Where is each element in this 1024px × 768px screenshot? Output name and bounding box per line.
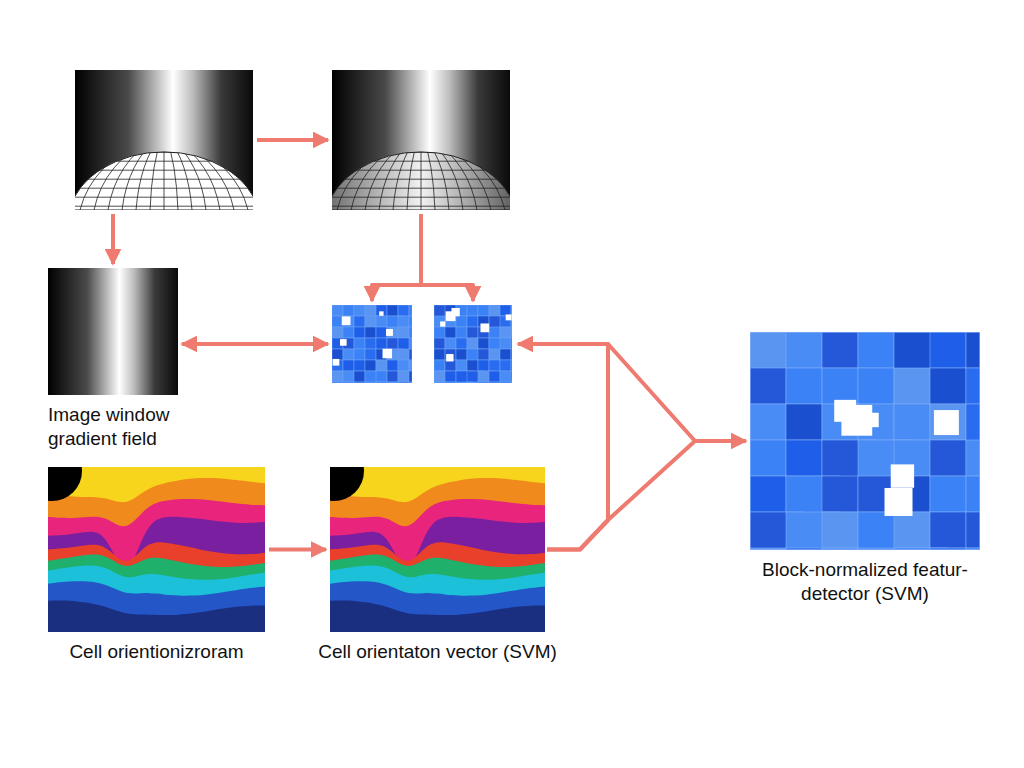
picture: [330, 467, 545, 632]
illustration: [75, 70, 253, 210]
arrow-connector: [421, 214, 473, 301]
picture: [75, 70, 253, 210]
orientation-map: Cell orientaton vector (SVM): [330, 467, 545, 632]
picture: [434, 305, 512, 383]
image-window: [332, 70, 510, 210]
arrow-connector: [547, 441, 746, 550]
cell-tile: [332, 305, 412, 383]
picture: [48, 268, 178, 395]
feature-block: Block-normalized featur- detector (SVM): [750, 332, 980, 550]
image-caption: Cell orientaton vector (SVM): [318, 640, 558, 664]
picture: [332, 70, 510, 210]
picture: [750, 332, 980, 550]
arrow-connector: [269, 548, 326, 552]
image-caption: Cell orientionizroram: [27, 640, 287, 664]
picture: [332, 305, 412, 383]
illustration: [434, 305, 512, 383]
gradient-field: Image window gradient field: [48, 268, 178, 395]
merge-line: [608, 344, 695, 441]
arrow-connector: [257, 138, 328, 142]
arrow-connector: [111, 214, 115, 264]
image-window: [75, 70, 253, 210]
illustration: [332, 70, 510, 210]
cell-tile: [434, 305, 512, 383]
image-caption: Block-normalized featur- detector (SVM): [755, 558, 975, 606]
illustration: [332, 305, 412, 383]
picture: [48, 467, 265, 632]
illustration: [330, 467, 545, 632]
illustration: [48, 268, 178, 395]
arrow-connector: [372, 214, 421, 301]
image-caption: Image window gradient field: [48, 403, 218, 451]
illustration: [48, 467, 265, 632]
orientation-map: Cell orientionizroram: [48, 467, 265, 632]
arrow-connector: [182, 342, 328, 346]
illustration: [750, 332, 980, 550]
